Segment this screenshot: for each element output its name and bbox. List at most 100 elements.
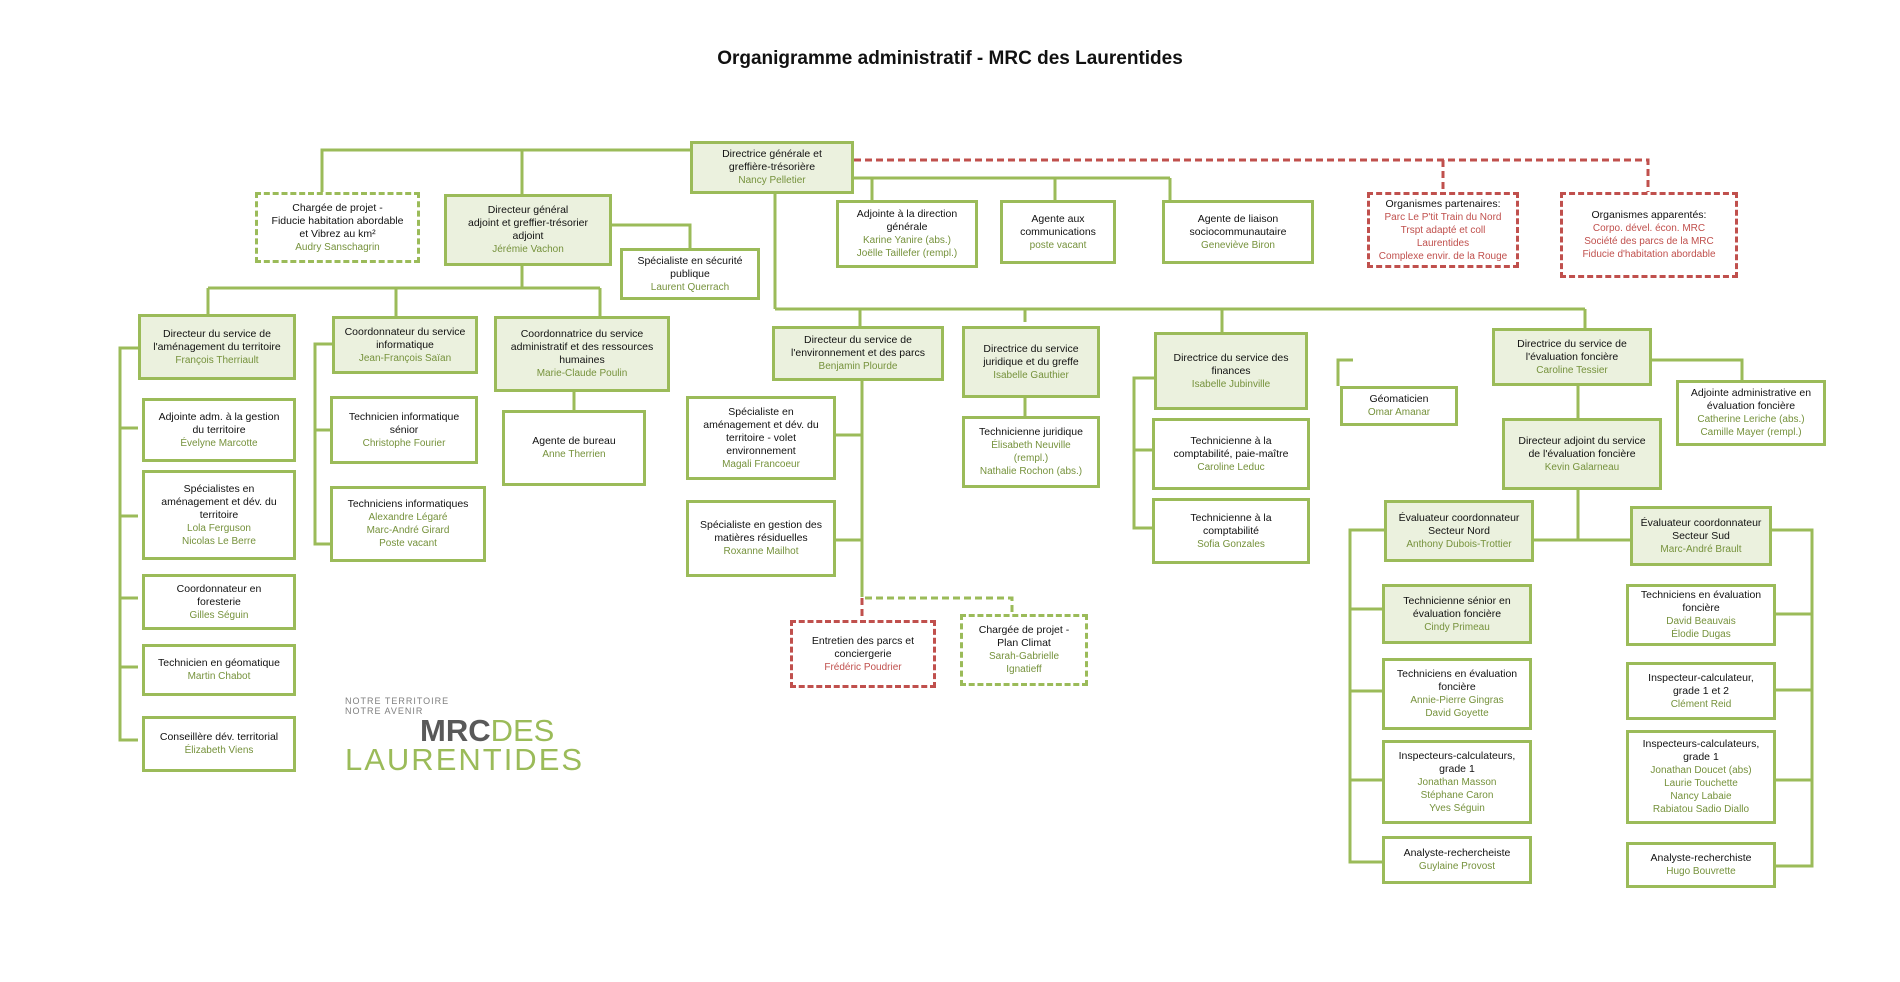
box-geomaticien: Géomaticien Omar Amanar <box>1340 386 1458 426</box>
box-names: Martin Chabot <box>187 671 251 682</box>
logo-des: DES <box>490 713 555 748</box>
connector <box>1348 528 1384 864</box>
box-names: Laurent Querrach <box>650 281 730 293</box>
box-names: Lola Ferguson Nicolas Le Berre <box>182 522 256 547</box>
box-names: Guylaine Provost <box>1418 861 1496 872</box>
box-eval-nord: Évaluateur coordonnateur Secteur Nord An… <box>1384 500 1534 562</box>
box-dg: Directrice générale et greffière-trésori… <box>690 141 854 194</box>
connector <box>1772 528 1814 868</box>
box-names: Nancy Pelletier <box>738 175 806 186</box>
box-names: David Beauvais Élodie Dugas <box>1666 616 1736 640</box>
box-environnement: Directeur du service de l'environnement … <box>772 326 944 381</box>
box-names: Audry Sanschagrin <box>295 241 380 253</box>
box-insp-n: Inspecteurs-calculateurs, grade 1 Jonath… <box>1382 740 1532 824</box>
connector <box>1132 376 1154 530</box>
box-title: Technicienne à la comptabilité <box>1190 511 1272 537</box>
box-insp-s1: Inspecteurs-calculateurs, grade 1 Jonath… <box>1626 730 1776 824</box>
box-names: Roxanne Mailhot <box>723 546 799 557</box>
box-finances: Directrice du service des finances Isabe… <box>1154 332 1308 410</box>
box-rh: Coordonnatrice du service administratif … <box>494 316 670 392</box>
logo-name: LAURENTIDES <box>345 742 585 777</box>
box-techs-info: Techniciens informatiques Alexandre Léga… <box>330 486 486 562</box>
box-title: Organismes partenaires: <box>1385 197 1501 210</box>
box-adjointe-direction: Adjointe à la direction générale Karine … <box>836 200 978 268</box>
box-names: Anne Therrien <box>542 449 606 460</box>
box-analyste-s: Analyste-recherchiste Hugo Bouvrette <box>1626 842 1776 888</box>
box-names: Omar Amanar <box>1367 407 1431 418</box>
box-names: Christophe Fourier <box>362 437 446 449</box>
box-names: Jonathan Masson Stéphane Caron Yves Ségu… <box>1417 776 1497 814</box>
box-specialistes-amen: Spécialistes en aménagement et dév. du t… <box>142 470 296 560</box>
dashed-connector <box>860 590 1014 614</box>
box-title: Coordonnatrice du service administratif … <box>510 328 654 366</box>
box-title: Inspecteurs-calculateurs, grade 1 <box>1642 738 1760 763</box>
box-projet-fiducie: Chargée de projet - Fiducie habitation a… <box>255 192 420 263</box>
box-spec-env: Spécialiste en aménagement et dév. du te… <box>686 396 836 480</box>
box-names: Caroline Tessier <box>1536 364 1608 376</box>
box-names: Geneviève Biron <box>1201 239 1275 251</box>
logo-tagline-text: NOTRE AVENIR <box>345 706 424 716</box>
box-names: Marc-André Brault <box>1660 543 1742 555</box>
box-title: Analyste-recherchiste <box>1650 852 1752 864</box>
box-title: Adjointe adm. à la gestion du territoire <box>158 410 280 436</box>
box-partenaires: Organismes partenaires: Parc Le P'tit Tr… <box>1367 192 1519 268</box>
box-title: Conseillère dév. territorial <box>159 731 279 743</box>
box-title: Directeur du service de l'aménagement du… <box>153 327 281 353</box>
box-securite: Spécialiste en sécurité publique Laurent… <box>620 248 760 300</box>
box-liaison: Agente de liaison sociocommunautaire Gen… <box>1162 200 1314 264</box>
box-title: Directrice du service juridique et du gr… <box>983 342 1079 368</box>
box-title: Chargée de projet - Plan Climat <box>978 624 1070 649</box>
box-agente-bureau: Agente de bureau Anne Therrien <box>502 410 646 486</box>
box-apparentes: Organismes apparentés: Corpo. dével. éco… <box>1560 192 1738 278</box>
box-eval-sud: Évaluateur coordonnateur Secteur Sud Mar… <box>1630 506 1772 566</box>
box-names: Isabelle Jubinville <box>1191 378 1271 390</box>
box-adj-gestion: Adjointe adm. à la gestion du territoire… <box>142 398 296 462</box>
box-title: Techniciens en évaluation foncière <box>1396 668 1518 693</box>
box-names: Anthony Dubois-Trottier <box>1406 538 1512 550</box>
box-title: Directrice du service des finances <box>1173 351 1289 377</box>
box-title: Techniciens informatiques <box>347 498 469 510</box>
box-title: Évaluateur coordonnateur Secteur Sud <box>1640 516 1762 542</box>
box-title: Technicienne juridique <box>979 426 1083 438</box>
box-names: Élisabeth Neuville (rempl.) Nathalie Roc… <box>979 440 1083 477</box>
box-compta: Technicienne à la comptabilité Sofia Gon… <box>1152 498 1310 564</box>
box-names: Jonathan Doucet (abs) Laurie Touchette N… <box>1650 765 1752 815</box>
box-adj-eval: Adjointe administrative en évaluation fo… <box>1676 380 1826 446</box>
box-analyste-n: Analyste-rechercheiste Guylaine Provost <box>1382 836 1532 884</box>
box-juridique: Directrice du service juridique et du gr… <box>962 326 1100 398</box>
box-geomatique: Technicien en géomatique Martin Chabot <box>142 644 296 696</box>
box-names: Isabelle Gauthier <box>993 369 1069 381</box>
logo-mrc-text: MRCDES <box>420 713 560 748</box>
box-names: Cindy Primeau <box>1424 621 1490 633</box>
box-plan-climat: Chargée de projet - Plan Climat Sarah-Ga… <box>960 614 1088 686</box>
dashed-connector <box>854 158 1650 192</box>
connector <box>612 223 692 248</box>
connector <box>118 346 145 742</box>
box-tech-senior-eval: Technicienne sénior en évaluation fonciè… <box>1382 584 1532 644</box>
box-names: Sarah-Gabrielle Ignatieff <box>988 651 1060 675</box>
box-names: Karine Yanire (abs.) Joëlle Taillefer (r… <box>856 235 958 259</box>
connector <box>1648 358 1744 380</box>
mrc-logo: NOTRE TERRITOIRE NOTRE AVENIR MRCDES LAU… <box>345 696 585 777</box>
box-names: Gilles Séguin <box>189 609 249 621</box>
box-title: Technicien informatique sénior <box>348 410 460 436</box>
box-foresterie: Coordonnateur en foresterie Gilles Ségui… <box>142 574 296 630</box>
box-names: Marie-Claude Poulin <box>536 368 628 379</box>
box-title: Technicienne sénior en évaluation fonciè… <box>1403 594 1511 620</box>
box-entretien: Entretien des parcs et conciergerie Fréd… <box>790 620 936 688</box>
box-names: Hugo Bouvrette <box>1666 866 1736 877</box>
box-names: poste vacant <box>1029 239 1087 251</box>
box-dga: Directeur général adjoint et greffier-tr… <box>444 194 612 266</box>
box-names: Corpo. dével. écon. MRC Société des parc… <box>1582 223 1716 260</box>
box-title: Directrice du service de l'évaluation fo… <box>1517 337 1627 363</box>
logo-tagline: NOTRE TERRITOIRE <box>345 696 450 706</box>
box-title: Directeur du service de l'environnement … <box>791 334 925 359</box>
box-title: Coordonnateur du service informatique <box>344 325 466 351</box>
box-title: Technicien en géomatique <box>157 657 280 669</box>
box-title: Spécialiste en gestion des matières rési… <box>700 519 822 544</box>
logo-mrc: MRC <box>420 713 491 748</box>
box-title: Agente de liaison sociocommunautaire <box>1189 212 1287 238</box>
box-title: Adjointe administrative en évaluation fo… <box>1690 387 1812 412</box>
box-title: Directeur général adjoint et greffier-tr… <box>467 204 589 242</box>
chart-title: Organigramme administratif - MRC des Lau… <box>717 48 1183 69</box>
